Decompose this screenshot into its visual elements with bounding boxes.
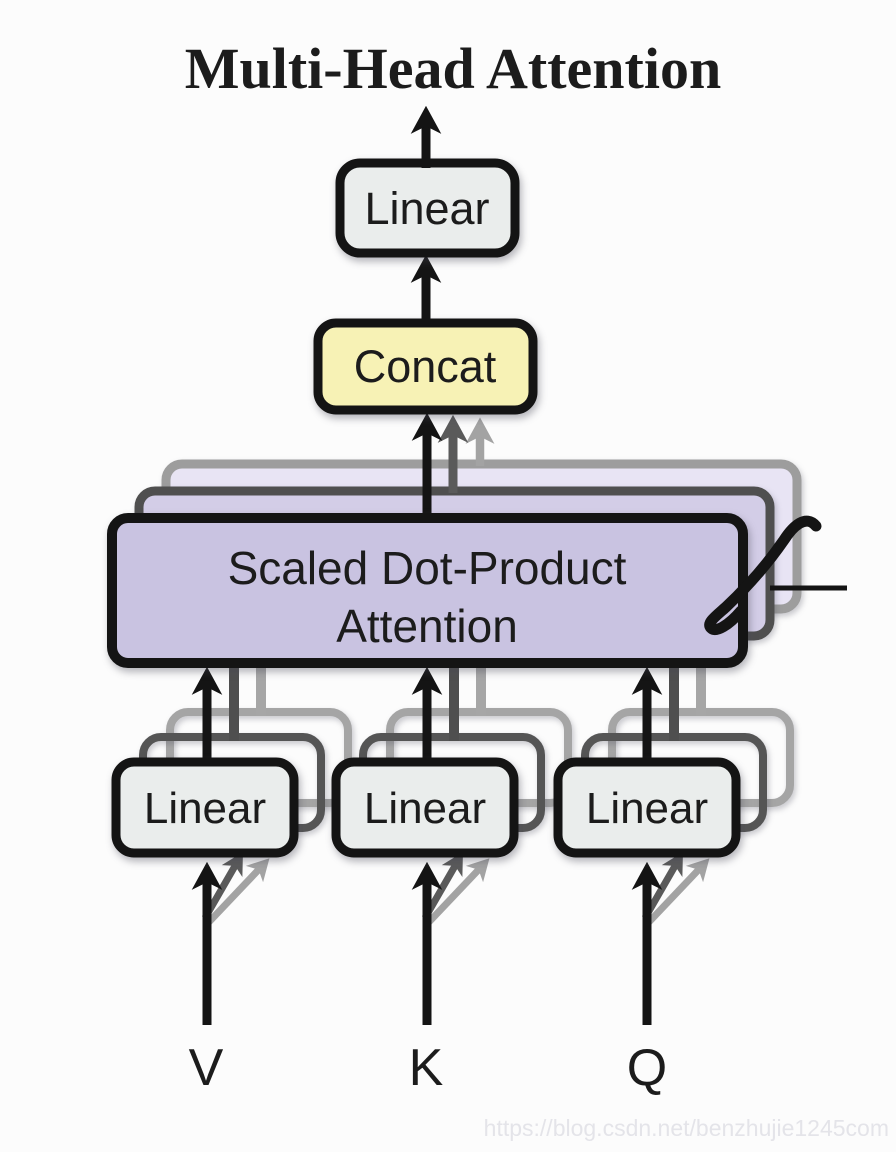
heads-count-swash-icon [704,515,822,635]
linear-q-label: Linear [586,784,708,833]
ghost-input-arrow-light-v [206,858,270,925]
concat-node: Concat [313,318,538,415]
input-label-v: V [189,1039,224,1097]
linear-group-v: Linear [111,615,352,1025]
output-linear-label: Linear [364,183,489,234]
linear-box-v [111,757,299,858]
concat-label: Concat [354,341,497,392]
linear-box-k [331,757,519,858]
linear-k-label: Linear [364,784,486,833]
attention-stack: Scaled Dot-Product Attention [107,412,847,668]
output-linear-node: Linear [335,158,520,258]
linear-group-k: Linear [331,615,572,1025]
watermark: https://blog.csdn.net/benzhujie1245com [484,1115,889,1141]
figure-title: Multi-Head Attention [185,36,721,101]
ghost-input-arrow-light-k [426,858,490,925]
attention-label-line1: Scaled Dot-Product [228,542,627,594]
linear-group-q: Linear [553,615,794,1025]
linear-box-q [553,757,741,858]
input-label-q: Q [627,1039,667,1097]
input-label-k: K [409,1039,444,1097]
attention-label-line2: Attention [336,600,518,652]
ghost-input-arrow-light-q [646,858,710,925]
linear-v-label: Linear [144,784,266,833]
